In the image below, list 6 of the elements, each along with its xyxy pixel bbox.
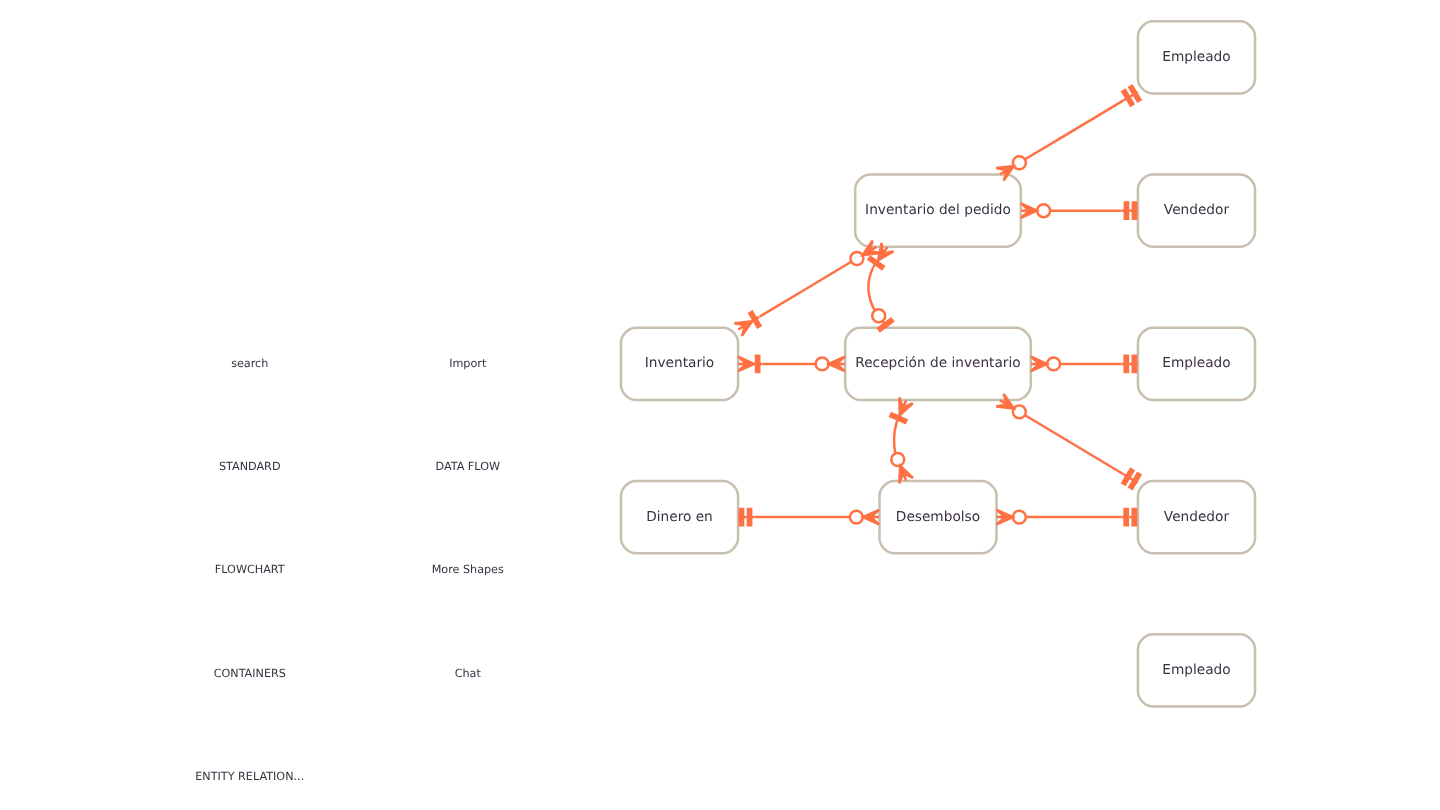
connector [994, 84, 1143, 182]
connector [866, 241, 895, 333]
connector [994, 392, 1143, 491]
connector [736, 354, 847, 374]
connector [995, 507, 1138, 527]
connector [888, 396, 915, 485]
